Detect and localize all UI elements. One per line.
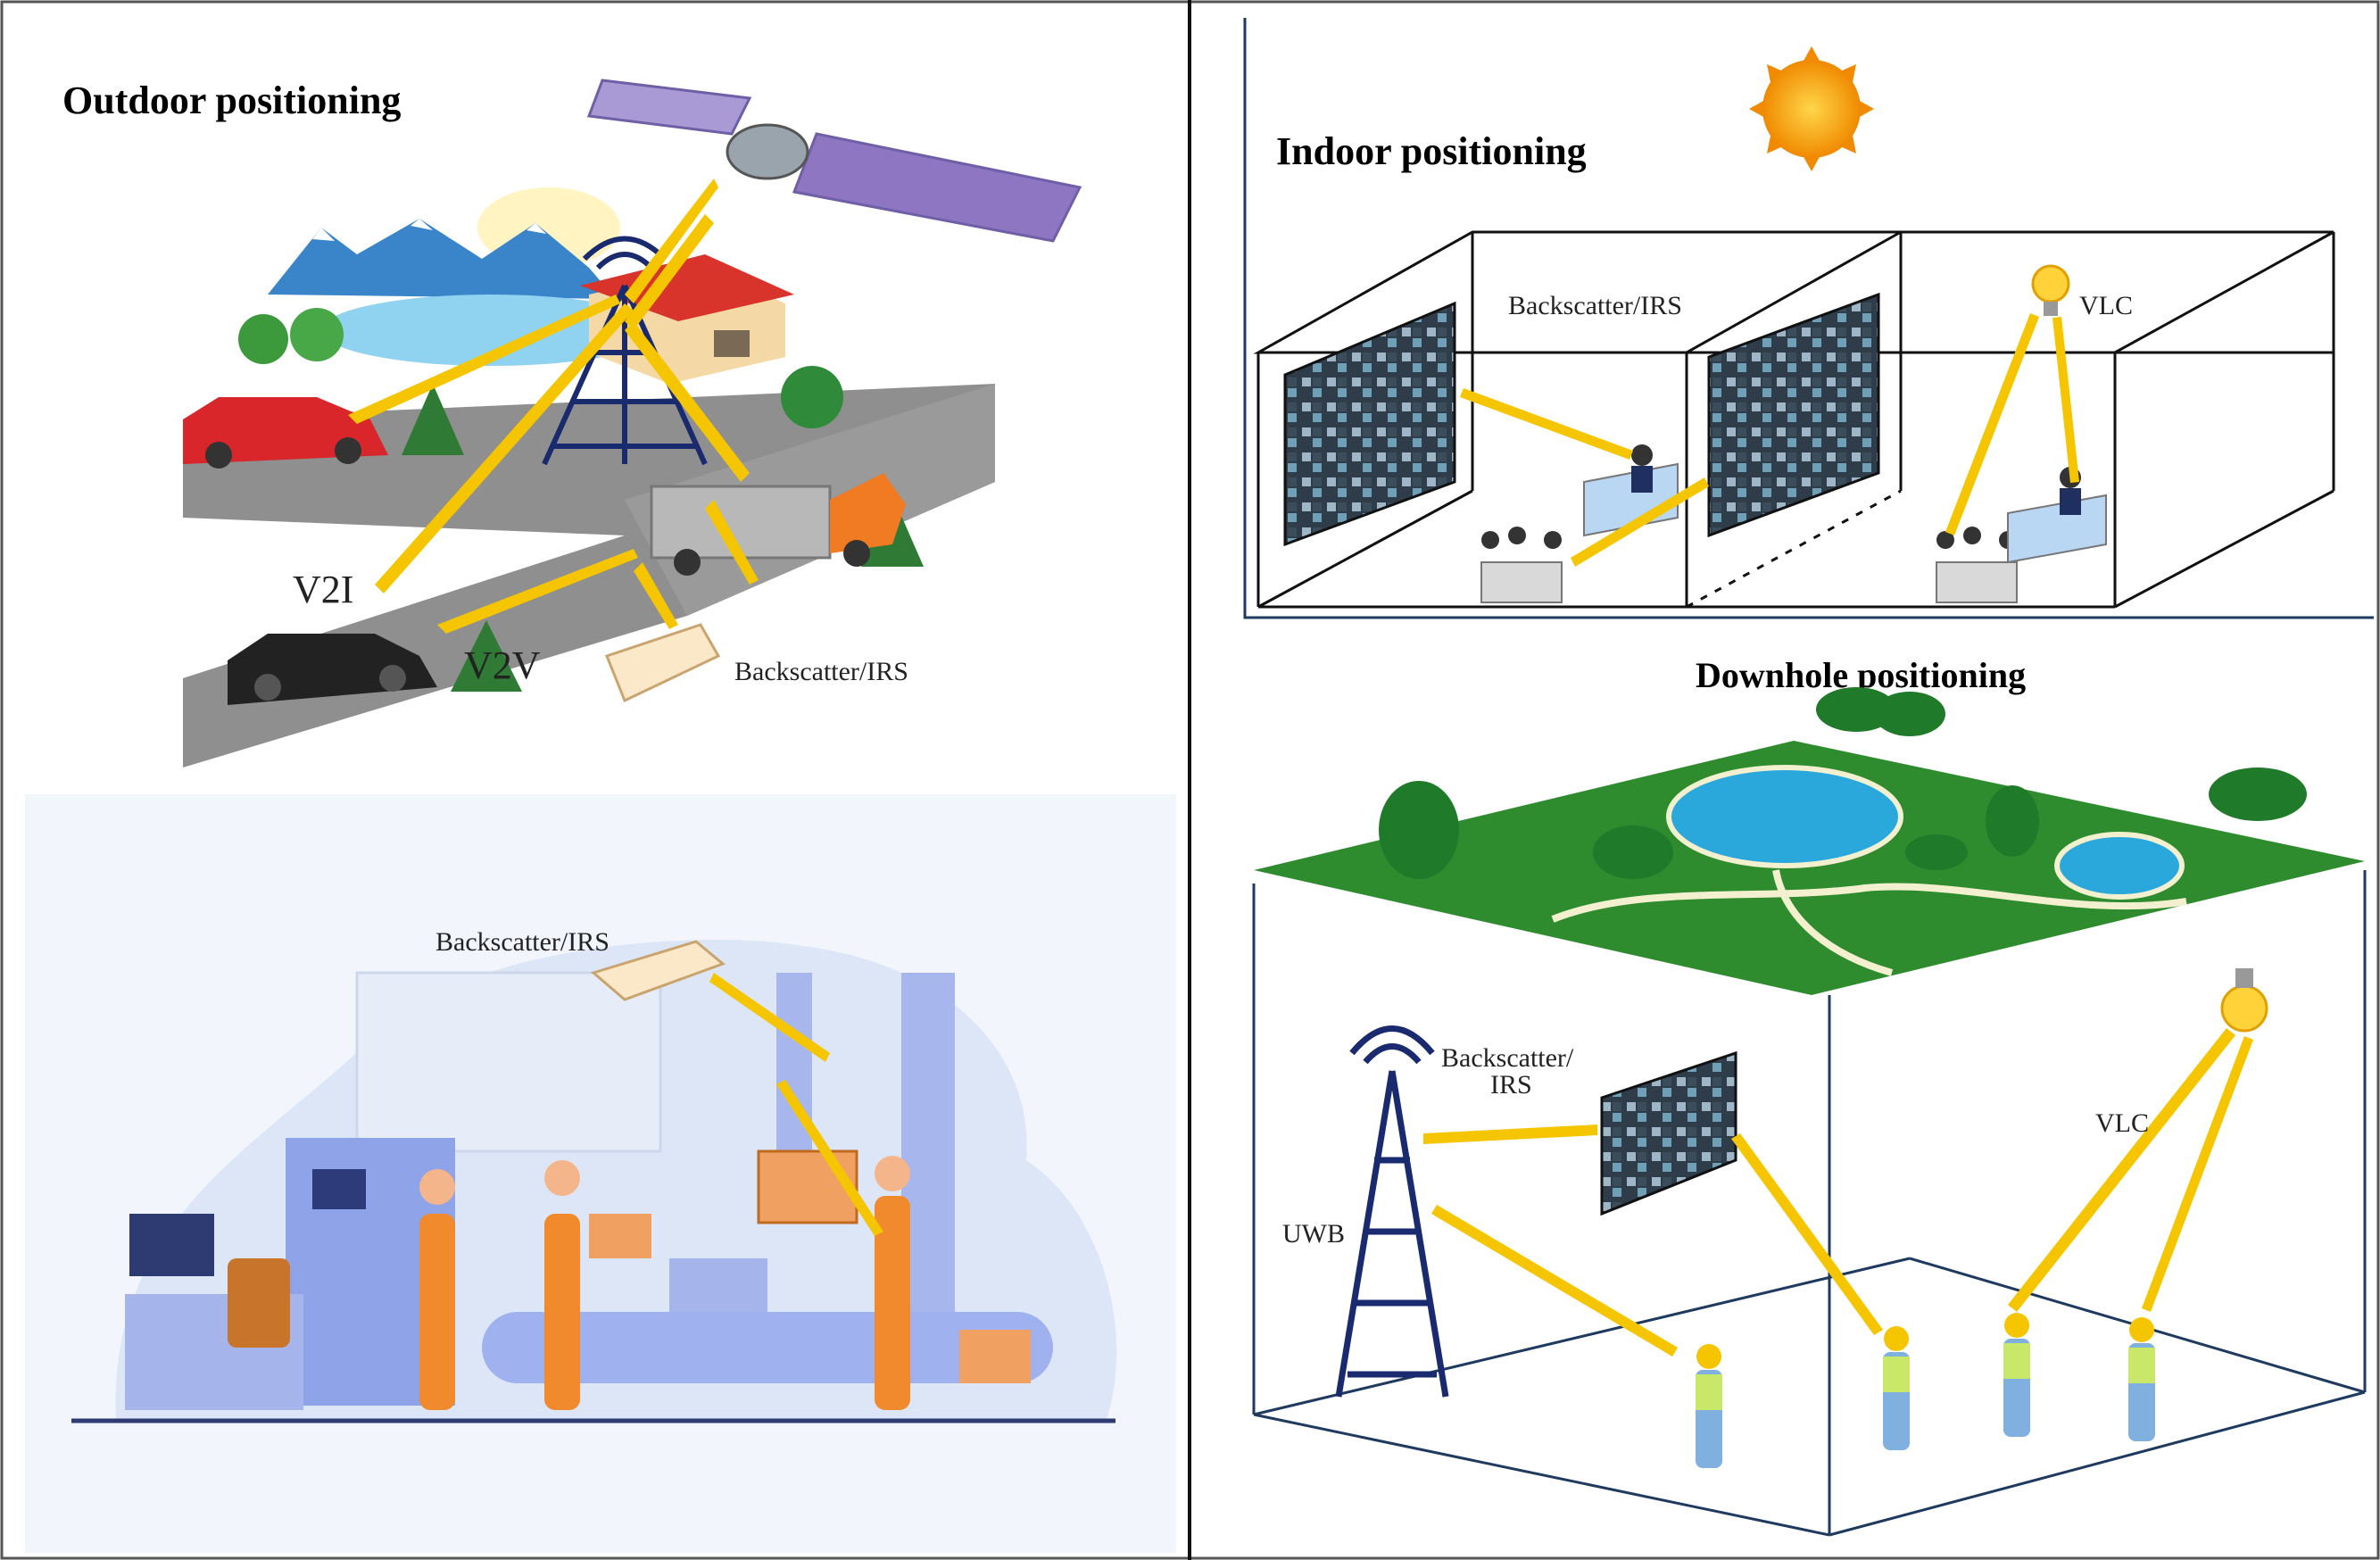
box-on-belt-1 [669, 1258, 767, 1312]
lake-small [2054, 832, 2185, 900]
v2i-label: V2I [293, 568, 353, 611]
downhole-vlc-label: VLC [2095, 1108, 2149, 1138]
carried-box [757, 1149, 858, 1224]
outdoor-irs-label: Backscatter/IRS [734, 657, 908, 686]
signal-bolts-outdoor [348, 178, 759, 634]
satellite-icon [586, 79, 1082, 243]
console-screen [312, 1169, 366, 1209]
downhole-irs-label-line2: IRS [1490, 1070, 1532, 1099]
factory-panel: Backscatter/IRS [25, 794, 1176, 1553]
downhole-uwb-label: UWB [1282, 1219, 1345, 1249]
signal-bolts-factory [709, 973, 883, 1236]
box-on-hands [589, 1214, 651, 1258]
sun-icon [1749, 46, 1874, 171]
indoor-irs-label: Backscatter/IRS [1508, 291, 1682, 320]
irs-panel-downhole [1600, 1050, 1737, 1216]
v2v-label: V2V [464, 643, 541, 687]
worker-figures [419, 1156, 910, 1410]
outdoor-panel: Outdoor positioning [62, 79, 1082, 768]
monitor [129, 1214, 214, 1276]
tree-round-3 [781, 366, 843, 428]
outdoor-title: Outdoor positioning [62, 79, 401, 122]
lake-large [1666, 765, 1903, 868]
tree-round-2 [290, 308, 344, 361]
black-car-icon [228, 634, 437, 705]
park-paths [1551, 869, 2187, 976]
factory-wall [355, 971, 662, 1153]
uwb-tower-icon [1335, 1025, 1449, 1398]
surface-trees [1379, 687, 2307, 879]
lake [321, 295, 660, 366]
irs-panel-factory [590, 940, 726, 1001]
office-worker-2 [2007, 467, 2107, 564]
bulb-icon-indoor [2031, 264, 2070, 316]
ground-surface [1254, 741, 2365, 995]
irs-wall-panel-1 [1283, 301, 1456, 547]
pine-tree-3 [451, 620, 522, 692]
mountains [268, 219, 616, 299]
indoor-title: Indoor positioning [1276, 129, 1587, 173]
downhole-panel: Downhole positioning [1252, 655, 2367, 1537]
indoor-rooms [1253, 230, 2335, 609]
signal-bolts-downhole [1423, 1028, 2253, 1357]
indoor-panel: Indoor positioning [1243, 18, 2374, 619]
downhole-irs-label-line1: Backscatter/ [1441, 1043, 1574, 1073]
office-chair [228, 1258, 290, 1348]
pine-tree-1 [402, 384, 464, 455]
indoor-vlc-label: VLC [2079, 291, 2133, 320]
bulb-icon-downhole [2220, 968, 2268, 1033]
signal-bolts-indoor [1460, 313, 2079, 567]
indoor-panel-frame [1243, 18, 2374, 619]
meeting-scene-2 [1936, 527, 2018, 603]
meeting-scene-1 [1480, 527, 1563, 603]
irs-panel-outdoor [605, 623, 721, 703]
tree-round-1 [238, 314, 288, 364]
factory-irs-label: Backscatter/IRS [435, 927, 610, 957]
box-on-belt-2 [959, 1330, 1031, 1383]
miner-figures [1696, 1313, 2155, 1468]
irs-wall-panel-2 [1707, 292, 1880, 538]
red-car-icon [183, 397, 388, 469]
